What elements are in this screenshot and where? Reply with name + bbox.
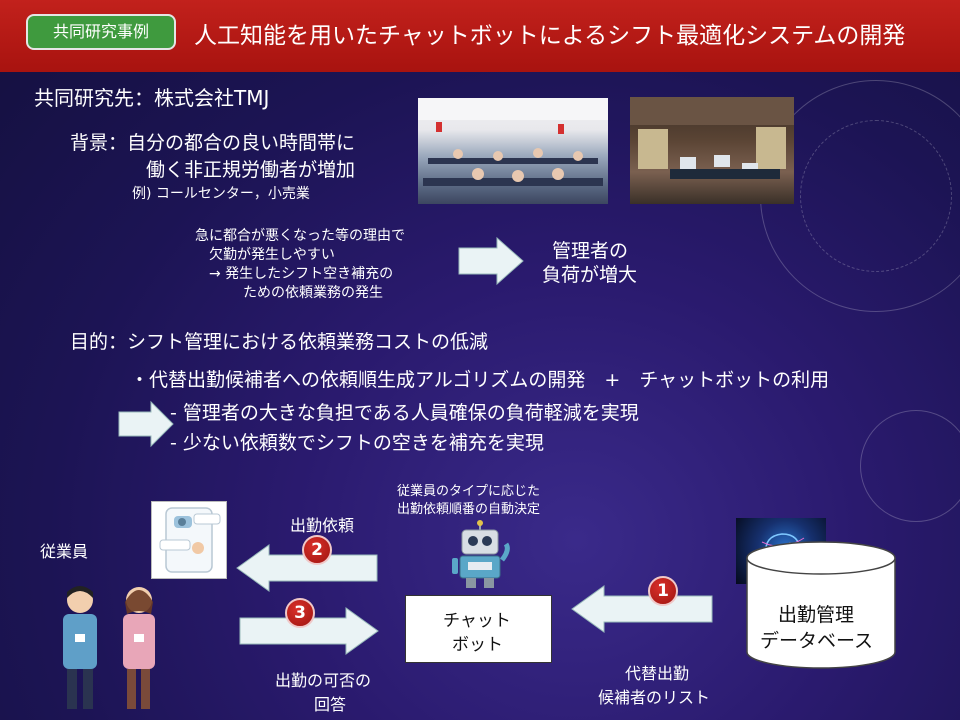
deco-ring [860, 410, 960, 522]
partner-text: 共同研究先：株式会社TMJ [34, 86, 270, 110]
database-line1: 出勤管理 [778, 604, 855, 626]
effect-line2: 負荷が増大 [542, 264, 638, 286]
cause-line4: ための依頼業務の発生 [243, 285, 383, 301]
effect-line1: 管理者の [552, 240, 629, 262]
purpose-title: 目的：シフト管理における依頼業務コストの低減 [70, 331, 489, 353]
step2-label: 出勤依頼 [290, 516, 355, 535]
background-example: 例) コールセンター，小売業 [132, 186, 310, 202]
purpose-method: ・代替出勤候補者への依頼順生成アルゴリズムの開発 + チャットボットの利用 [130, 369, 830, 391]
page-title: 人工知能を用いたチャットボットによるシフト最適化システムの開発 [194, 23, 906, 49]
background-line1: 背景：自分の都合の良い時間帯に [70, 132, 356, 154]
request-arrow [236, 544, 378, 592]
call-center-photo [418, 98, 608, 204]
robot-note2: 出勤依頼順番の自動決定 [397, 502, 541, 517]
deco-ring [800, 120, 952, 272]
step1-line1: 代替出勤 [625, 664, 690, 683]
step3-line2: 回答 [314, 695, 347, 714]
chatbot-line1: チャット [443, 611, 511, 631]
purpose-result1: - 管理者の大きな負担である人員確保の負荷軽減を実現 [170, 402, 639, 424]
answer-arrow [239, 607, 379, 655]
database-cylinder [746, 541, 896, 669]
step-2-marker: 2 [302, 535, 332, 565]
cause-effect-arrow [458, 236, 524, 286]
retail-store-photo [630, 97, 794, 204]
robot-note1: 従業員のタイプに応じた [397, 484, 541, 499]
category-badge: 共同研究事例 [26, 14, 176, 50]
cause-line3: → 発生したシフト空き補充の [209, 266, 394, 282]
database-line2: データベース [760, 630, 874, 652]
chat-phone-image [151, 501, 227, 579]
robot-icon [452, 520, 510, 588]
cause-line2: 欠勤が発生しやすい [209, 247, 335, 263]
result-arrow [118, 400, 174, 448]
background-line2: 働く非正規労働者が増加 [146, 159, 356, 181]
employee-label: 従業員 [40, 542, 89, 561]
employee-illustration [63, 586, 155, 709]
step-1-marker: 1 [648, 576, 678, 606]
step1-line2: 候補者のリスト [598, 688, 711, 707]
header-bar: 共同研究事例 人工知能を用いたチャットボットによるシフト最適化システムの開発 [0, 0, 960, 72]
candidate-list-arrow [571, 585, 713, 633]
cause-line1: 急に都合が悪くなった等の理由で [195, 228, 405, 244]
step-3-marker: 3 [285, 598, 315, 628]
chatbot-box [405, 595, 552, 663]
purpose-result2: - 少ない依頼数でシフトの空きを補充を実現 [170, 432, 544, 454]
step3-line1: 出勤の可否の [275, 671, 372, 690]
chatbot-line2: ボット [452, 635, 503, 655]
